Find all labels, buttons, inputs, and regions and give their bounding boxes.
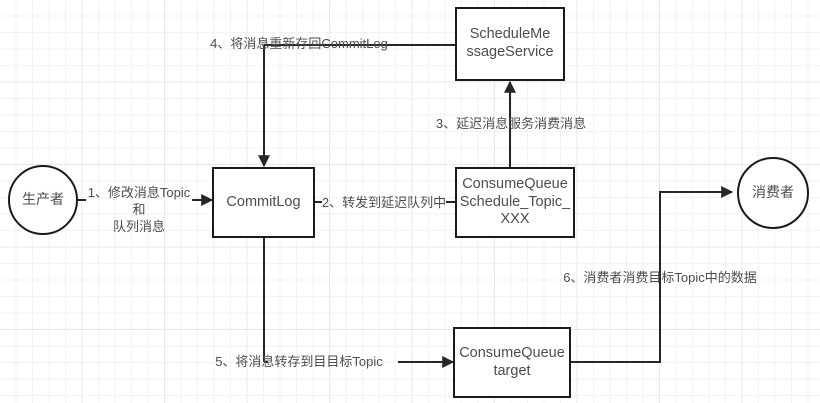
node-consumer-label: 消费者 <box>752 184 794 201</box>
node-consumequeue-target[interactable]: ConsumeQueue target <box>453 327 571 398</box>
node-schedule-message-service-label: ScheduleMe ssageService <box>466 26 554 60</box>
edge-label-step5: 5、将消息转存到目目标Topic <box>215 354 383 369</box>
node-commitlog[interactable]: CommitLog <box>212 167 315 238</box>
node-commitlog-label: CommitLog <box>226 193 301 210</box>
edge-label-step4: 4、将消息重新存回CommitLog <box>210 36 388 51</box>
edge-label-step6: 6、消费者消费目标Topic中的数据 <box>563 270 757 285</box>
edge-service-to-commitlog <box>258 44 455 168</box>
edge-label-step2: 2、转发到延迟队列中 <box>321 195 447 210</box>
edge-label-step1: 1、修改消息Topic和 队列消息 <box>87 185 191 234</box>
node-consumequeue-schedule-topic[interactable]: ConsumeQueue Schedule_Topic_ XXX <box>455 167 575 238</box>
edge-commitlog-to-target-queue <box>263 237 455 368</box>
node-producer-label: 生产者 <box>22 191 64 208</box>
node-consumequeue-schedule-topic-label: ConsumeQueue Schedule_Topic_ XXX <box>459 175 571 228</box>
node-producer[interactable]: 生产者 <box>8 165 78 235</box>
node-schedule-message-service[interactable]: ScheduleMe ssageService <box>455 7 565 81</box>
node-consumer[interactable]: 消费者 <box>737 157 809 229</box>
node-consumequeue-target-label: ConsumeQueue target <box>459 344 565 379</box>
edge-label-step3: 3、延迟消息服务消费消息 <box>435 116 587 131</box>
